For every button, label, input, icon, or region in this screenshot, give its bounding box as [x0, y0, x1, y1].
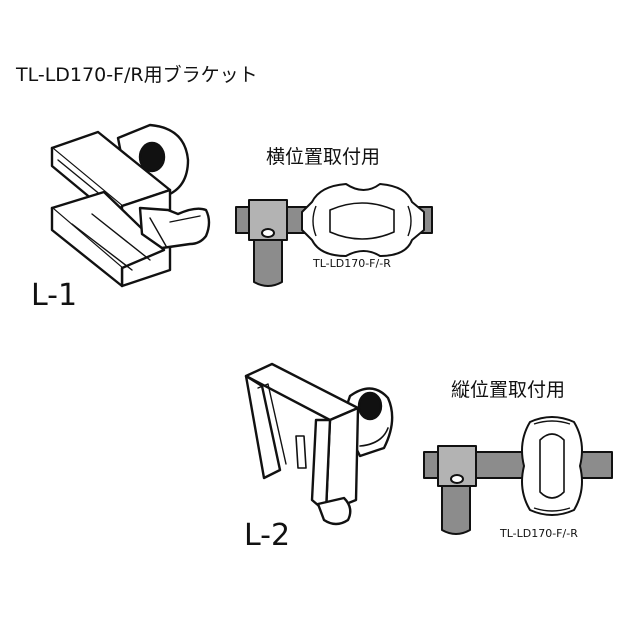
bracket-l1-label: L-1: [31, 278, 78, 313]
horizontal-mount-drawing: [235, 183, 433, 287]
vertical-mount-drawing: [423, 416, 613, 535]
bracket-l2-label: L-2: [244, 518, 291, 553]
bracket-l2-drawing: [244, 362, 394, 526]
horizontal-mount-heading: 横位置取付用: [266, 146, 381, 168]
bracket-l1-drawing: [50, 123, 211, 288]
vertical-mount-heading: 縦位置取付用: [451, 379, 566, 401]
diagram-title: TL-LD170-F/R用ブラケット: [16, 64, 258, 86]
horizontal-model-label: TL-LD170-F/-R: [313, 257, 391, 270]
vertical-model-label: TL-LD170-F/-R: [500, 527, 578, 540]
